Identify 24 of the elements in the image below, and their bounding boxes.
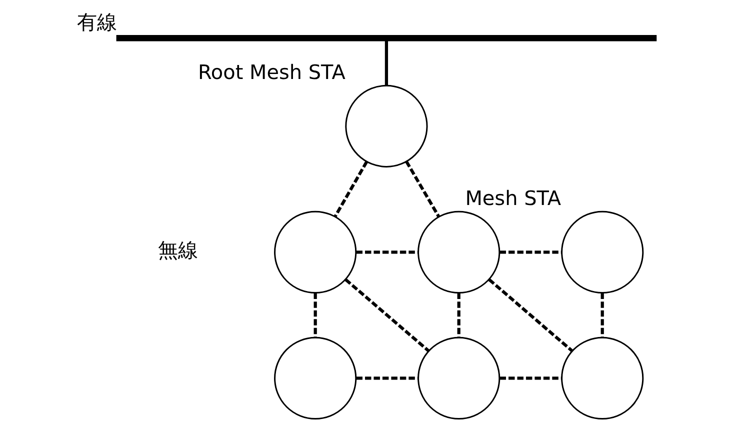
label: 無線 — [158, 238, 198, 262]
connector — [356, 376, 418, 380]
node-circle — [418, 336, 500, 420]
connector — [356, 250, 418, 254]
connector — [500, 376, 562, 380]
node-circle — [274, 336, 357, 420]
connector — [334, 161, 368, 218]
connector — [384, 40, 388, 86]
node-circle — [345, 84, 428, 168]
node-circle — [274, 210, 357, 294]
connector — [314, 292, 317, 338]
connector — [600, 292, 604, 338]
node-label: 有線 — [76, 10, 117, 34]
node-circle — [561, 336, 644, 420]
node-bar — [116, 35, 657, 42]
connector — [457, 292, 460, 338]
node-label: Mesh STA — [465, 186, 562, 210]
connector — [488, 278, 573, 352]
node-label: Root Mesh STA — [198, 60, 346, 84]
node-circle — [418, 210, 500, 294]
connector — [344, 278, 430, 352]
connector — [405, 160, 440, 218]
node-circle — [561, 210, 644, 294]
connector — [500, 250, 562, 254]
